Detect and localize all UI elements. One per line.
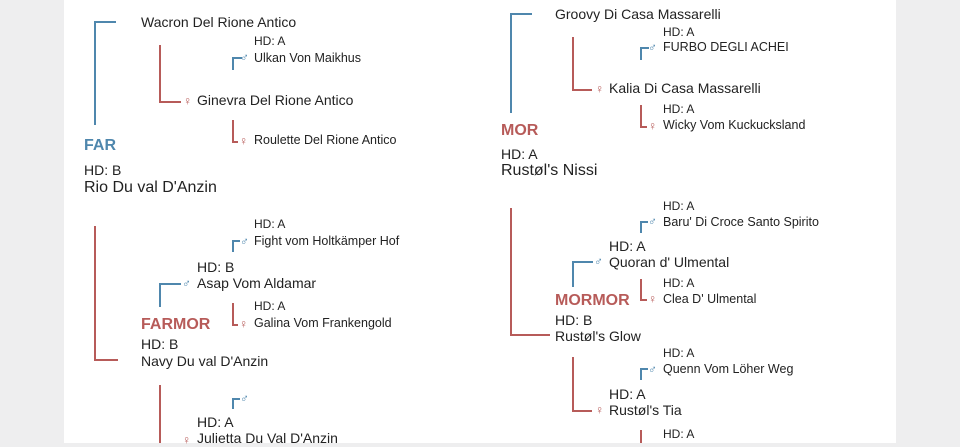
hd-score: HD: A: [609, 238, 646, 254]
female-icon: ♀: [648, 119, 657, 133]
ancestor-name: Clea D' Ulmental: [663, 292, 757, 306]
connector-line: [572, 37, 574, 90]
ancestor-name: Baru' Di Croce Santo Spirito: [663, 215, 819, 229]
connector-line: [510, 13, 512, 113]
hd-score: HD: B: [84, 162, 122, 178]
female-icon: ♀: [595, 403, 604, 417]
connector-line: [640, 221, 642, 233]
connector-line: [510, 208, 512, 335]
hd-score: HD: A: [254, 34, 286, 48]
connector-line: [232, 120, 234, 142]
hd-score: HD: A: [501, 146, 538, 162]
female-icon: ♀: [648, 292, 657, 306]
male-icon: ♂: [648, 362, 657, 376]
female-icon: ♀: [595, 82, 604, 96]
connector-line: [232, 240, 234, 252]
dog-name-mormor: Rustøl's Glow: [555, 328, 641, 344]
role-label-farmor: FARMOR: [141, 316, 211, 333]
connector-line: [640, 126, 647, 128]
male-icon: ♂: [648, 40, 657, 54]
ancestor-name: Ginevra Del Rione Antico: [197, 92, 354, 108]
male-icon: ♂: [594, 254, 603, 268]
male-icon: ♂: [240, 391, 249, 405]
hd-score: HD: A: [663, 25, 695, 39]
connector-line: [159, 385, 161, 443]
connector-line: [232, 398, 240, 400]
hd-score: HD: B: [555, 312, 593, 328]
dog-name-far: Rio Du val D'Anzin: [84, 179, 217, 196]
connector-line: [510, 13, 532, 15]
hd-score: HD: A: [663, 102, 695, 116]
connector-line: [572, 410, 592, 412]
hd-score: HD: A: [663, 346, 695, 360]
connector-line: [572, 89, 592, 91]
hd-score: HD: B: [141, 336, 179, 352]
connector-line: [640, 368, 648, 370]
dog-name-mor: Rustøl's Nissi: [501, 162, 598, 179]
connector-line: [232, 303, 234, 325]
female-icon: ♀: [182, 433, 191, 447]
connector-line: [94, 359, 118, 361]
connector-line: [640, 299, 647, 301]
connector-line: [159, 283, 181, 285]
hd-score: HD: A: [609, 386, 646, 402]
connector-line: [94, 226, 96, 360]
ancestor-name: Wicky Vom Kuckucksland: [663, 118, 806, 132]
hd-score: HD: A: [197, 414, 234, 430]
female-icon: ♀: [239, 317, 248, 331]
connector-line: [232, 324, 238, 326]
connector-line: [640, 221, 648, 223]
connector-line: [572, 357, 574, 411]
ancestor-name: Ulkan Von Maikhus: [254, 51, 362, 65]
connector-line: [232, 141, 238, 143]
ancestor-name: Roulette Del Rione Antico: [254, 133, 397, 147]
ancestor-name: Rustøl's Tia: [609, 402, 682, 418]
ancestor-name: FURBO DEGLI ACHEI: [663, 40, 789, 54]
sire-sire-name: Wacron Del Rione Antico: [141, 14, 297, 30]
connector-line: [572, 261, 574, 287]
ancestor-name: Julietta Du Val D'Anzin: [197, 430, 338, 446]
ancestor-name: Galina Vom Frankengold: [254, 316, 392, 330]
female-icon: ♀: [239, 134, 248, 148]
ancestor-name: Groovy Di Casa Massarelli: [555, 6, 721, 22]
ancestor-name: Asap Vom Aldamar: [197, 275, 317, 291]
connector-line: [640, 279, 642, 300]
connector-line: [640, 47, 642, 60]
hd-score: HD: B: [197, 259, 235, 275]
connector-line: [572, 261, 593, 263]
ancestor-name: Fight vom Holtkämper Hof: [254, 234, 400, 248]
hd-score: HD: A: [663, 276, 695, 290]
ancestor-name: Kalia Di Casa Massarelli: [609, 80, 761, 96]
male-icon: ♂: [182, 276, 191, 290]
hd-score: HD: A: [254, 299, 286, 313]
connector-line: [159, 45, 161, 102]
connector-line: [232, 240, 240, 242]
ancestor-name: Quenn Vom Löher Weg: [663, 362, 794, 376]
connector-line: [94, 21, 116, 23]
connector-line: [232, 398, 234, 409]
connector-line: [640, 105, 642, 127]
connector-line: [159, 283, 161, 307]
male-icon: ♂: [648, 214, 657, 228]
role-label-mor: MOR: [501, 122, 539, 139]
hd-score: HD: A: [663, 199, 695, 213]
dog-name-farmor: Navy Du val D'Anzin: [141, 353, 269, 369]
connector-line: [510, 334, 550, 336]
role-label-far: FAR: [84, 137, 116, 154]
connector-line: [94, 21, 96, 125]
pedigree-card: [64, 0, 896, 443]
hd-score: HD: A: [663, 427, 695, 441]
connector-line: [640, 368, 642, 380]
connector-line: [232, 57, 234, 70]
hd-score: HD: A: [254, 217, 286, 231]
connector-line: [640, 430, 642, 443]
connector-line: [232, 57, 242, 59]
role-label-mormor: MORMOR: [555, 292, 630, 309]
male-icon: ♂: [240, 50, 249, 64]
connector-line: [640, 47, 649, 49]
connector-line: [159, 101, 181, 103]
female-icon: ♀: [183, 94, 192, 108]
ancestor-name: Quoran d' Ulmental: [609, 254, 730, 270]
male-icon: ♂: [240, 234, 249, 248]
